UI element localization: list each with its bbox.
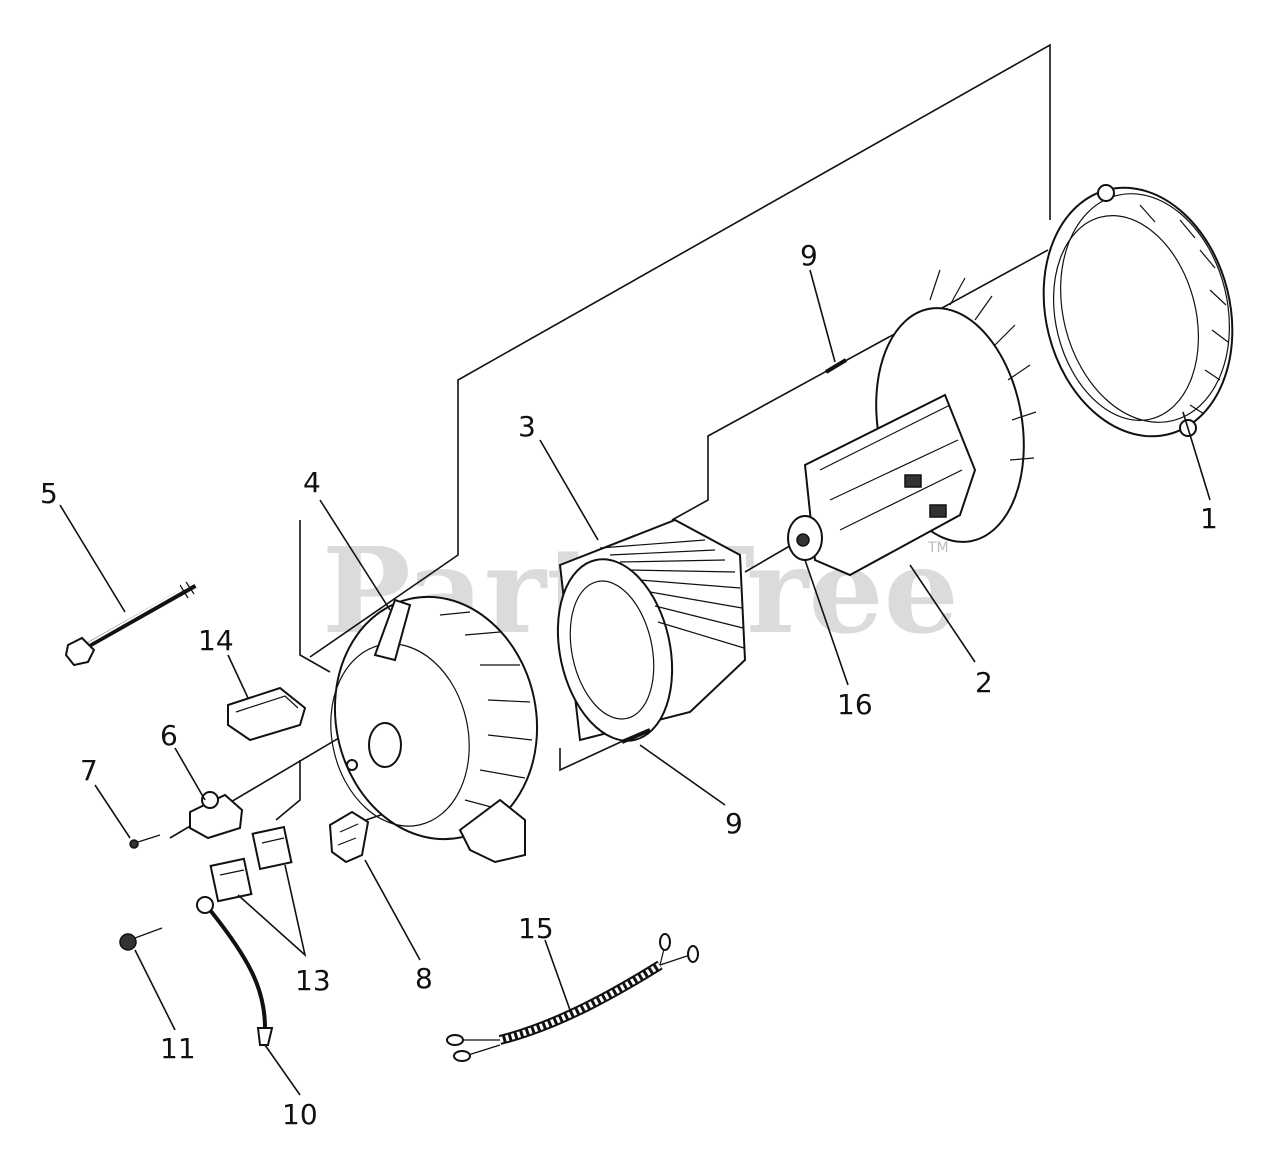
part-13-terminal-blocks — [209, 825, 293, 903]
part-9-pin-upper — [824, 358, 848, 374]
leader-2 — [909, 564, 976, 663]
callout-9-upper: 9 — [800, 239, 818, 272]
part-5-bolt — [64, 581, 197, 667]
leader-5 — [59, 504, 126, 613]
part-3-stator — [556, 518, 747, 742]
part-7-screw — [129, 834, 161, 849]
callout-4: 4 — [303, 466, 321, 499]
callout-11: 11 — [160, 1032, 196, 1065]
leader-9-upper — [809, 269, 836, 363]
assembly-line-bolt — [299, 520, 331, 673]
leader-15 — [544, 939, 571, 1011]
part-1-rear-cover — [1042, 184, 1234, 438]
callout-14: 14 — [198, 624, 234, 657]
leader-1 — [1182, 411, 1211, 501]
leader-11 — [134, 949, 176, 1031]
part-11-screw — [119, 927, 163, 951]
part-8-clip — [328, 810, 370, 864]
callout-10: 10 — [282, 1098, 318, 1131]
callout-13: 13 — [295, 964, 331, 997]
leader-16 — [804, 559, 849, 686]
assembly-line-13 — [275, 760, 301, 821]
leader-6 — [174, 747, 206, 801]
leader-3 — [539, 439, 599, 541]
callout-5: 5 — [40, 477, 58, 510]
callout-leaders — [59, 269, 1211, 1096]
part-2-rotor — [787, 269, 1037, 577]
part-14-pad — [227, 686, 307, 742]
callout-2: 2 — [975, 666, 993, 699]
callout-15: 15 — [518, 912, 554, 945]
callout-labels: 1 2 3 4 5 6 7 8 9 9 10 11 13 14 15 16 — [40, 239, 1218, 1131]
part-4-front-housing — [330, 595, 539, 864]
part-9-pin-lower — [621, 728, 651, 744]
assembly-line-top — [309, 43, 1051, 658]
part-10-ground-wire — [196, 896, 274, 1046]
leader-10 — [264, 1044, 301, 1096]
assembly-line-pin — [559, 739, 626, 772]
callout-3: 3 — [518, 410, 536, 443]
leader-13 — [237, 864, 307, 958]
callout-16: 16 — [837, 688, 873, 721]
callout-6: 6 — [160, 719, 178, 752]
callout-9-lower: 9 — [725, 807, 743, 840]
callout-7: 7 — [80, 754, 98, 787]
assembly-line-mid — [671, 249, 1049, 521]
watermark-tm: TM — [927, 540, 949, 556]
leader-8 — [364, 859, 421, 961]
leader-4 — [319, 499, 391, 611]
leader-7 — [94, 784, 131, 839]
callout-8: 8 — [415, 962, 433, 995]
part-6-brush-holder — [189, 791, 244, 840]
leader-9-lower — [639, 744, 726, 806]
callout-1: 1 — [1200, 502, 1218, 535]
leader-14 — [227, 654, 249, 699]
part-15-wire-harness — [446, 933, 699, 1062]
